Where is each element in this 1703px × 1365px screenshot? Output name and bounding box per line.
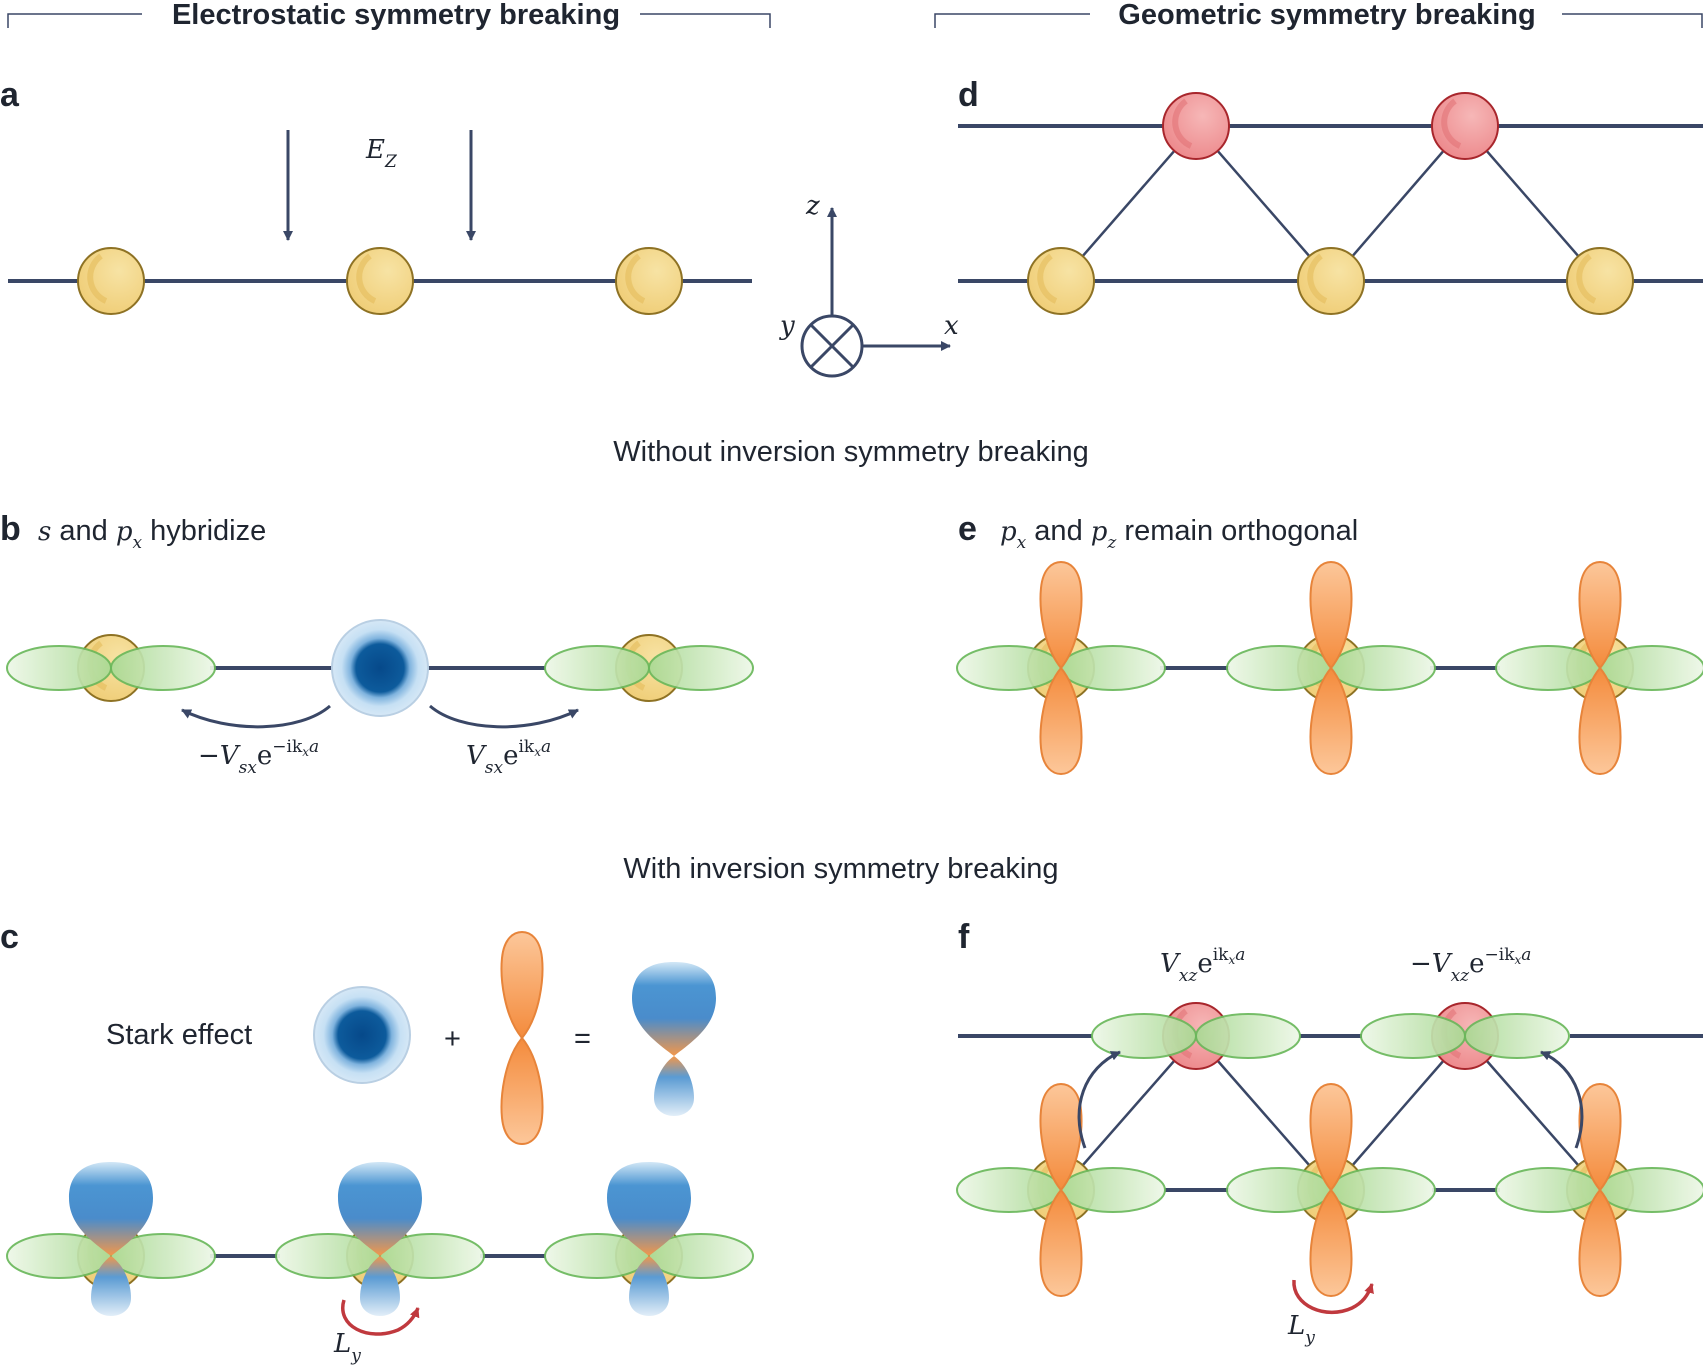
- panel-d-yellow-atom-2: [1298, 248, 1364, 314]
- axis-y-label: y: [779, 311, 795, 341]
- panel-f-bonds: [1060, 1035, 1601, 1191]
- panel-c: c Stark effect + = Ly: [0, 918, 754, 1365]
- panel-c-rotation-arrow: [341, 1299, 420, 1336]
- panel-b-hop-arrow-right: [429, 704, 579, 729]
- panel-a-field-label: EZ: [365, 135, 398, 172]
- panel-d-label: d: [958, 76, 979, 114]
- panel-f-top-site-1: [1091, 1003, 1301, 1069]
- panel-a-atom-2: [347, 248, 413, 314]
- panel-f-hop-arrow-right: [1540, 1050, 1584, 1149]
- panel-a-atom-3: [616, 248, 682, 314]
- axis-x-label: x: [944, 311, 959, 341]
- panel-f: f Vxzeikxa −Vxze−ikxa Ly: [956, 918, 1703, 1348]
- header-left: Electrostatic symmetry breaking: [7, 0, 771, 31]
- panel-b-hop-label-left: −Vsxe−ikxa: [198, 737, 319, 778]
- panel-c-L-label: Ly: [333, 1329, 361, 1365]
- panel-f-bottom-site-2: [1226, 1083, 1436, 1297]
- panel-c-stark-label: Stark effect: [106, 1019, 252, 1051]
- panel-b-s-orbital: [331, 619, 429, 717]
- header-left-title: Electrostatic symmetry breaking: [172, 0, 620, 31]
- panel-e-label: e: [958, 510, 977, 548]
- panel-d-yellow-atom-3: [1567, 248, 1633, 314]
- panel-d: d: [958, 76, 1703, 314]
- panel-f-L-label: Ly: [1287, 1311, 1315, 1348]
- panel-f-top-site-2: [1360, 1003, 1570, 1069]
- panel-b-site-1: [6, 635, 216, 701]
- panel-d-red-atom-2: [1432, 93, 1498, 159]
- panel-c-hybrid-orbital: [632, 962, 716, 1116]
- axis-z-label: z: [805, 191, 820, 221]
- header-right-bracket-right: [1562, 13, 1703, 28]
- panel-f-hop-label-left: Vxzeikxa: [1160, 945, 1245, 986]
- panel-a-label: a: [0, 76, 20, 114]
- panel-b-site-3: [544, 635, 754, 701]
- panel-c-pz-orbital: [500, 931, 544, 1145]
- panel-b-hop-label-right: Vsxeikxa: [466, 737, 551, 778]
- panel-b-label: b: [0, 510, 21, 548]
- header-right: Geometric symmetry breaking: [934, 0, 1703, 31]
- coordinate-axes: z y x: [779, 191, 959, 378]
- panel-f-bottom-site-1: [956, 1083, 1166, 1297]
- section-with-title: With inversion symmetry breaking: [623, 853, 1058, 885]
- panel-f-hop-arrow-left: [1077, 1050, 1121, 1149]
- header-right-title: Geometric symmetry breaking: [1118, 0, 1535, 31]
- panel-b-hop-arrow-left: [181, 704, 331, 729]
- section-without-title: Without inversion symmetry breaking: [613, 436, 1088, 468]
- panel-e-site-2: [1226, 561, 1436, 775]
- panel-f-hop-label-right: −Vxze−ikxa: [1410, 945, 1531, 986]
- panel-b-title: s and px hybridize: [38, 515, 266, 553]
- panel-d-red-atom-1: [1163, 93, 1229, 159]
- panel-e-site-1: [956, 561, 1166, 775]
- header-left-bracket-right: [640, 13, 771, 28]
- panel-a: a EZ: [0, 76, 752, 314]
- panel-d-bonds: [1060, 125, 1601, 282]
- panel-a-atom-1: [78, 248, 144, 314]
- panel-b: b s and px hybridize −Vsxe−ikxa Vsxeikxa: [0, 510, 754, 778]
- panel-f-rotation-arrow: [1292, 1279, 1374, 1314]
- header-left-bracket-left: [7, 13, 142, 28]
- panel-e: e px and pz remain orthogonal: [956, 510, 1703, 775]
- panel-c-equals: =: [574, 1023, 591, 1055]
- panel-e-site-3: [1495, 561, 1703, 775]
- panel-c-site-1: [6, 1162, 216, 1316]
- panel-f-label: f: [958, 918, 970, 956]
- panel-e-title: px and pz remain orthogonal: [1000, 515, 1358, 553]
- panel-d-yellow-atom-1: [1028, 248, 1094, 314]
- panel-c-label: c: [0, 918, 19, 956]
- panel-f-bottom-site-3: [1495, 1083, 1703, 1297]
- panel-c-s-orbital: [313, 986, 411, 1084]
- panel-c-site-3: [544, 1162, 754, 1316]
- panel-c-site-2: [275, 1162, 485, 1316]
- panel-c-plus: +: [444, 1023, 461, 1055]
- header-right-bracket-left: [934, 13, 1090, 28]
